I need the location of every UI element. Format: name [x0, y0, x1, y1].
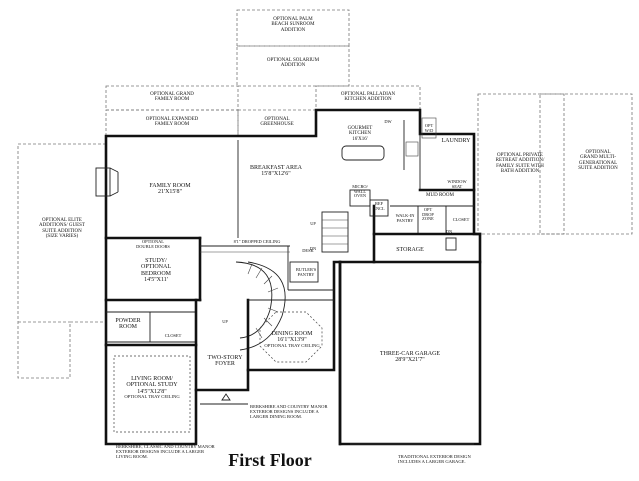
- label-dw: DW: [384, 119, 392, 124]
- room-solarium: OPTIONAL SOLARIUM ADDITION: [266, 58, 320, 69]
- room-palladian-kitchen: OPTIONAL PALLADIAN KITCHEN ADDITION: [340, 92, 396, 103]
- room-closet-mud: CLOSET: [452, 217, 470, 222]
- plan-title: First Floor: [228, 450, 312, 470]
- room-expanded-family: OPTIONAL EXPANDED FAMILY ROOM: [145, 117, 199, 128]
- room-closet-powder: CLOSET: [164, 333, 182, 338]
- foyer-stair-up-mark: UP: [222, 319, 228, 324]
- palm-beach-sunroom-outline: [236, 9, 350, 47]
- room-greenhouse: OPTIONAL GREENHOUSE: [260, 117, 294, 128]
- room-two-story-foyer: TWO-STORY FOYER: [207, 355, 243, 368]
- room-palm-beach-sunroom: OPTIONAL PALM BEACH SUNROOM ADDITION: [271, 17, 315, 33]
- note-dining-room: BERKSHIRE AND COUNTRY MANOR EXTERIOR DES…: [250, 404, 328, 420]
- elite-additions-outline: [17, 143, 106, 379]
- garage-step-down-mark: DN: [445, 229, 453, 234]
- room-butlers-pantry: BUTLER'S PANTRY: [295, 267, 317, 277]
- label-opt-drop-zone: OPT DROP ZONE: [422, 207, 434, 222]
- retreat-outline: [477, 93, 565, 235]
- solarium-outline: [236, 45, 350, 87]
- room-multigenerational: OPTIONAL GRAND MULTI- GENERATIONAL SUITE…: [578, 150, 618, 171]
- label-ref-encl: REF ENCL: [373, 201, 385, 211]
- label-double-doors: OPTIONAL DOUBLE DOORS: [136, 239, 170, 249]
- room-walk-in-pantry: WALK-IN PANTRY: [395, 213, 415, 223]
- room-private-retreat: OPTIONAL PRIVATE RETREAT ADDITION/ FAMIL…: [495, 153, 545, 174]
- multigen-outline: [539, 93, 633, 235]
- room-powder: POWDER ROOM: [115, 318, 141, 331]
- room-laundry: LAUNDRY: [441, 138, 471, 144]
- label-desk: DESK: [302, 248, 314, 253]
- room-grand-family: OPTIONAL GRAND FAMILY ROOM: [150, 92, 194, 103]
- note-living-room: BERKSHIRE, CLASSIC AND COUNTRY MANOR EXT…: [116, 444, 215, 460]
- label-opt-wd: OPT W/D: [424, 123, 434, 133]
- room-mud-room: MUD ROOM: [426, 193, 454, 198]
- room-elite-additions: OPTIONAL ELITE ADDITIONS/ GUEST SUITE AD…: [39, 218, 85, 239]
- stair-up-mark: UP: [310, 221, 316, 226]
- room-storage: STORAGE: [396, 247, 424, 253]
- label-micro-wall-oven: MICRO/ WALL OVEN: [352, 184, 368, 199]
- label-dropped-ceiling: 8'1" DROPPED CEILING: [233, 239, 281, 244]
- fireplace: [95, 167, 111, 197]
- stair-down-mark: DN: [309, 246, 317, 251]
- label-window-seat: WINDOW SEAT: [447, 179, 467, 189]
- note-garage: TRADITIONAL EXTERIOR DESIGN INCLUDES A L…: [398, 454, 471, 465]
